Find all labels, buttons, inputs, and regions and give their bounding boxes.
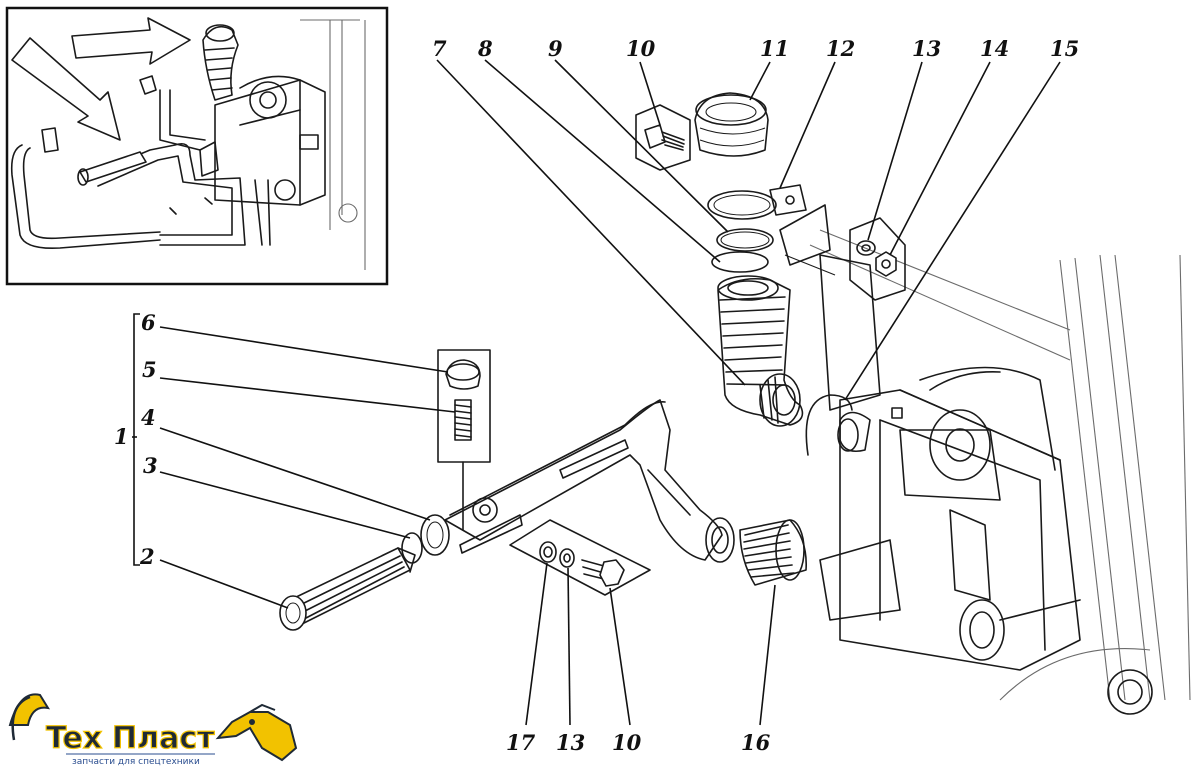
part-2-heater-element — [279, 547, 416, 631]
part-1-heater-pipe — [444, 399, 735, 563]
callout-13-bottom: 13 — [556, 730, 585, 755]
callout-14: 14 — [980, 36, 1009, 61]
part-13-14-washer-nut — [849, 217, 906, 301]
callout-labels: 1 2 3 4 5 6 7 8 9 10 11 12 13 14 15 16 1… — [114, 36, 1079, 755]
logo-tagline: запчасти для спецтехники — [72, 757, 200, 767]
part-10-bolt-top — [635, 104, 691, 171]
callout-15: 15 — [1050, 36, 1079, 61]
part-8-ring — [711, 251, 769, 273]
callout-7: 7 — [432, 36, 447, 61]
part-12-clamp-bracket — [707, 184, 807, 220]
callout-5: 5 — [142, 357, 157, 382]
callout-17: 17 — [506, 730, 536, 755]
leader-lines — [132, 59, 1061, 726]
mount-plate — [779, 204, 836, 276]
callout-16: 16 — [741, 730, 771, 755]
callout-11: 11 — [760, 36, 789, 61]
callout-3: 3 — [143, 453, 158, 478]
callout-13-top: 13 — [912, 36, 941, 61]
callout-10-bottom: 10 — [612, 730, 642, 755]
part-7-corrugated-hose — [717, 275, 804, 427]
part-16-sleeve — [739, 519, 807, 586]
callout-10-top: 10 — [626, 36, 656, 61]
callout-9: 9 — [548, 36, 563, 61]
callout-8: 8 — [477, 36, 493, 61]
callout-12: 12 — [826, 36, 855, 61]
part-5-6-plug-spring — [437, 349, 491, 531]
brand-logo: Tex Пласт запчасти для спецтехники — [8, 693, 298, 767]
callout-2: 2 — [139, 544, 155, 569]
part-9-gasket — [716, 228, 774, 252]
part-11-cap — [694, 92, 769, 157]
logo-text-plast: Пласт — [112, 721, 215, 756]
part-17-13-10-fasteners — [509, 519, 651, 596]
logo-text-tex: Tex — [46, 721, 102, 756]
inset-overview — [5, 6, 389, 286]
engine-block-background — [805, 229, 1191, 715]
part-3-4-rings — [401, 514, 450, 564]
callout-6: 6 — [141, 310, 156, 335]
callout-4: 4 — [141, 405, 156, 430]
callout-1: 1 — [114, 424, 129, 449]
